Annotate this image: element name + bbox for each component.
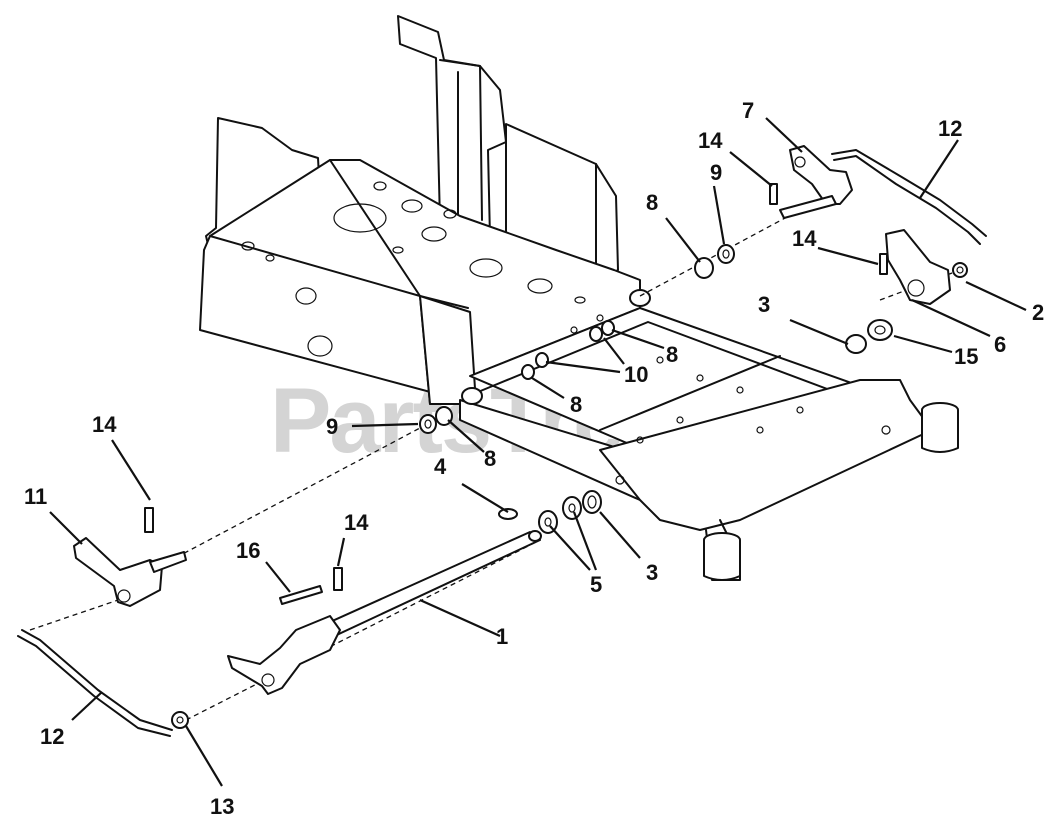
callout-9-top: 9 bbox=[710, 160, 722, 185]
loose-parts bbox=[17, 145, 987, 737]
callout-1: 1 bbox=[496, 624, 508, 649]
callout-12-bottom: 12 bbox=[40, 724, 64, 749]
callout-5: 5 bbox=[590, 572, 602, 597]
callout-2: 2 bbox=[1032, 300, 1044, 325]
callout-labels: 1 2 3 3 4 5 6 7 8 8 8 8 9 9 10 11 12 12 … bbox=[24, 98, 1044, 819]
callout-7: 7 bbox=[742, 98, 754, 123]
callout-10: 10 bbox=[624, 362, 648, 387]
callout-3-right: 3 bbox=[758, 292, 770, 317]
callout-8-middle: 8 bbox=[570, 392, 582, 417]
callout-6: 6 bbox=[994, 332, 1006, 357]
callout-16: 16 bbox=[236, 538, 260, 563]
callout-12-top: 12 bbox=[938, 116, 962, 141]
leader-lines bbox=[49, 117, 1027, 787]
callout-15: 15 bbox=[954, 344, 978, 369]
callout-14-left: 14 bbox=[92, 412, 117, 437]
callout-4: 4 bbox=[434, 454, 447, 479]
callout-9-left: 9 bbox=[326, 414, 338, 439]
callout-8-top: 8 bbox=[646, 190, 658, 215]
callout-8-lower: 8 bbox=[484, 446, 496, 471]
callout-13: 13 bbox=[210, 794, 234, 819]
callout-14-top: 14 bbox=[698, 128, 723, 153]
frame-assembly bbox=[199, 15, 959, 581]
callout-3-left: 3 bbox=[646, 560, 658, 585]
callout-11: 11 bbox=[24, 484, 47, 509]
callout-14-right: 14 bbox=[792, 226, 817, 251]
callout-8-upper: 8 bbox=[666, 342, 678, 367]
callout-14-middle: 14 bbox=[344, 510, 369, 535]
